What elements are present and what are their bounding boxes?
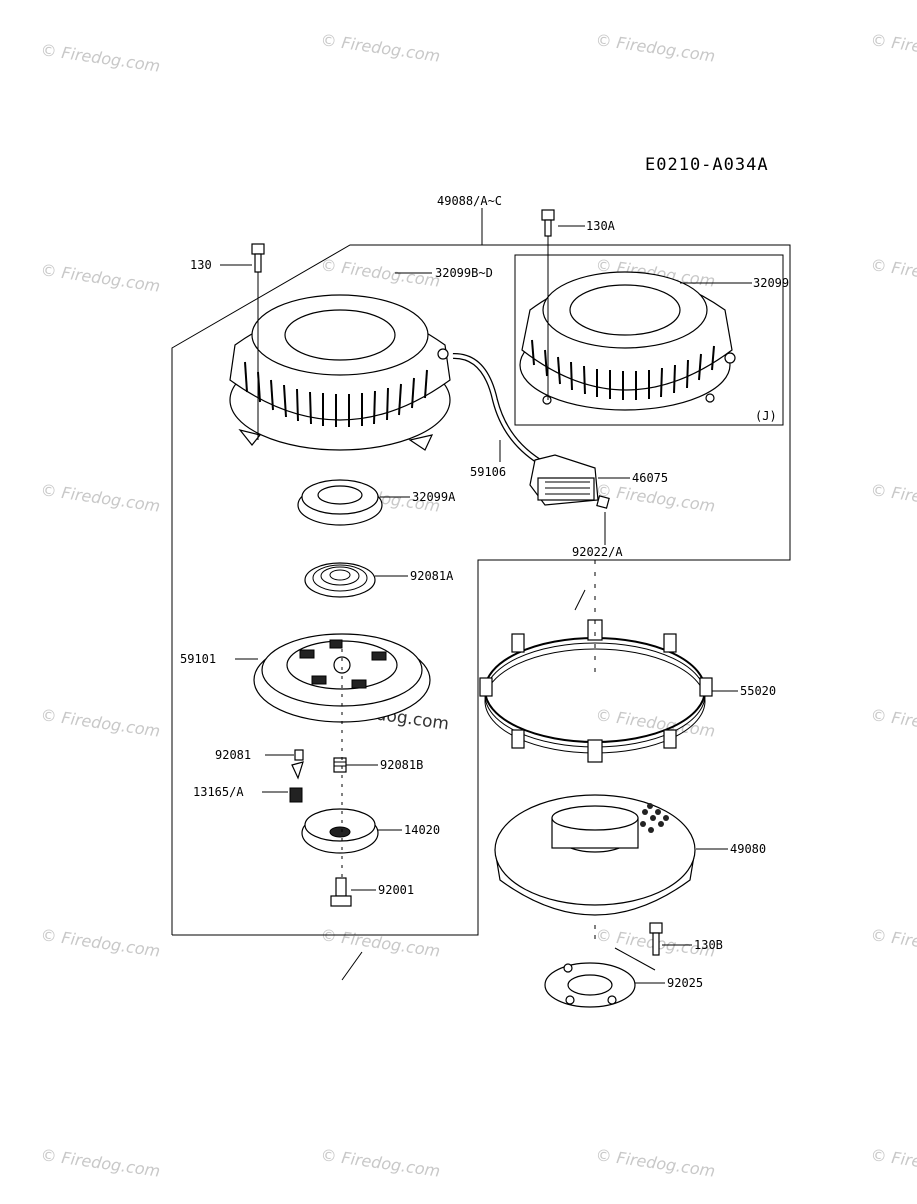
watermark: © Firedog.com bbox=[594, 705, 716, 741]
watermark: © Firedog.com bbox=[39, 1145, 161, 1181]
label-55020: 55020 bbox=[740, 684, 776, 698]
watermark: © Firedog.com bbox=[39, 260, 161, 296]
label-92001: 92001 bbox=[378, 883, 414, 897]
leader-lines bbox=[220, 225, 752, 984]
watermark: © Firedog.com bbox=[869, 705, 917, 741]
recoil-cover-32099 bbox=[519, 271, 736, 411]
spring-case-32099a bbox=[297, 479, 383, 526]
label-49080: 49080 bbox=[730, 842, 766, 856]
label-46075: 46075 bbox=[632, 471, 668, 485]
bolt-130a bbox=[541, 209, 555, 400]
pawl-13165a bbox=[289, 761, 304, 803]
bolt-130b bbox=[649, 922, 663, 956]
part-labels: 49088/A~C 130A 130 32099B~D 32099 (J) 59… bbox=[180, 194, 789, 990]
watermark: © Firedog.com bbox=[869, 925, 917, 961]
spring-92081b bbox=[333, 757, 347, 773]
watermark: © Firedog.com bbox=[594, 30, 716, 66]
label-59106: 59106 bbox=[470, 465, 506, 479]
watermark: © Firedog.com bbox=[39, 40, 161, 76]
watermark: © Firedog.com bbox=[594, 1145, 716, 1181]
label-92025: 92025 bbox=[667, 976, 703, 990]
watermark: © Firedog.com bbox=[319, 1145, 441, 1181]
ring-55020 bbox=[479, 619, 713, 763]
watermark: © Firedog.com bbox=[39, 925, 161, 961]
watermark: © Firedog.com bbox=[869, 30, 917, 66]
label-14020: 14020 bbox=[404, 823, 440, 837]
recoil-cover-32099bd bbox=[229, 294, 451, 451]
ratchet-14020 bbox=[301, 808, 379, 854]
plate-92025 bbox=[544, 962, 636, 1008]
label-32099a: 32099A bbox=[412, 490, 456, 504]
screw-92001 bbox=[330, 877, 352, 907]
watermark: © Firedog.com bbox=[869, 255, 917, 291]
watermark: © Firedog.com bbox=[39, 480, 161, 516]
watermark: © Firedog.com bbox=[39, 705, 161, 741]
label-92081: 92081 bbox=[215, 748, 251, 762]
label-j: (J) bbox=[755, 409, 777, 423]
spring-92081a bbox=[304, 562, 376, 598]
watermark: © Firedog.com bbox=[869, 480, 917, 516]
watermark: © Firedog.com bbox=[319, 925, 441, 961]
label-130a: 130A bbox=[586, 219, 616, 233]
handle-46075 bbox=[529, 454, 610, 509]
label-130: 130 bbox=[190, 258, 212, 272]
inset-box-j bbox=[514, 254, 784, 426]
spring-92081 bbox=[294, 749, 304, 761]
watermark: © Firedog.com bbox=[594, 480, 716, 516]
watermark: © Firedog.com bbox=[869, 1145, 917, 1181]
pulley-49080 bbox=[494, 794, 696, 916]
label-49088: 49088/A~C bbox=[437, 194, 502, 208]
label-32099: 32099 bbox=[753, 276, 789, 290]
bolt-130 bbox=[251, 243, 265, 440]
label-92022a: 92022/A bbox=[572, 545, 623, 559]
label-13165a: 13165/A bbox=[193, 785, 244, 799]
label-59101: 59101 bbox=[180, 652, 216, 666]
label-32099bd: 32099B~D bbox=[435, 266, 493, 280]
label-92081b: 92081B bbox=[380, 758, 423, 772]
label-130b: 130B bbox=[694, 938, 723, 952]
assembly-outline bbox=[171, 244, 791, 936]
label-92081a: 92081A bbox=[410, 569, 454, 583]
watermark: © Firedog.com bbox=[319, 30, 441, 66]
diagram-code: E0210-A034A bbox=[645, 155, 769, 175]
